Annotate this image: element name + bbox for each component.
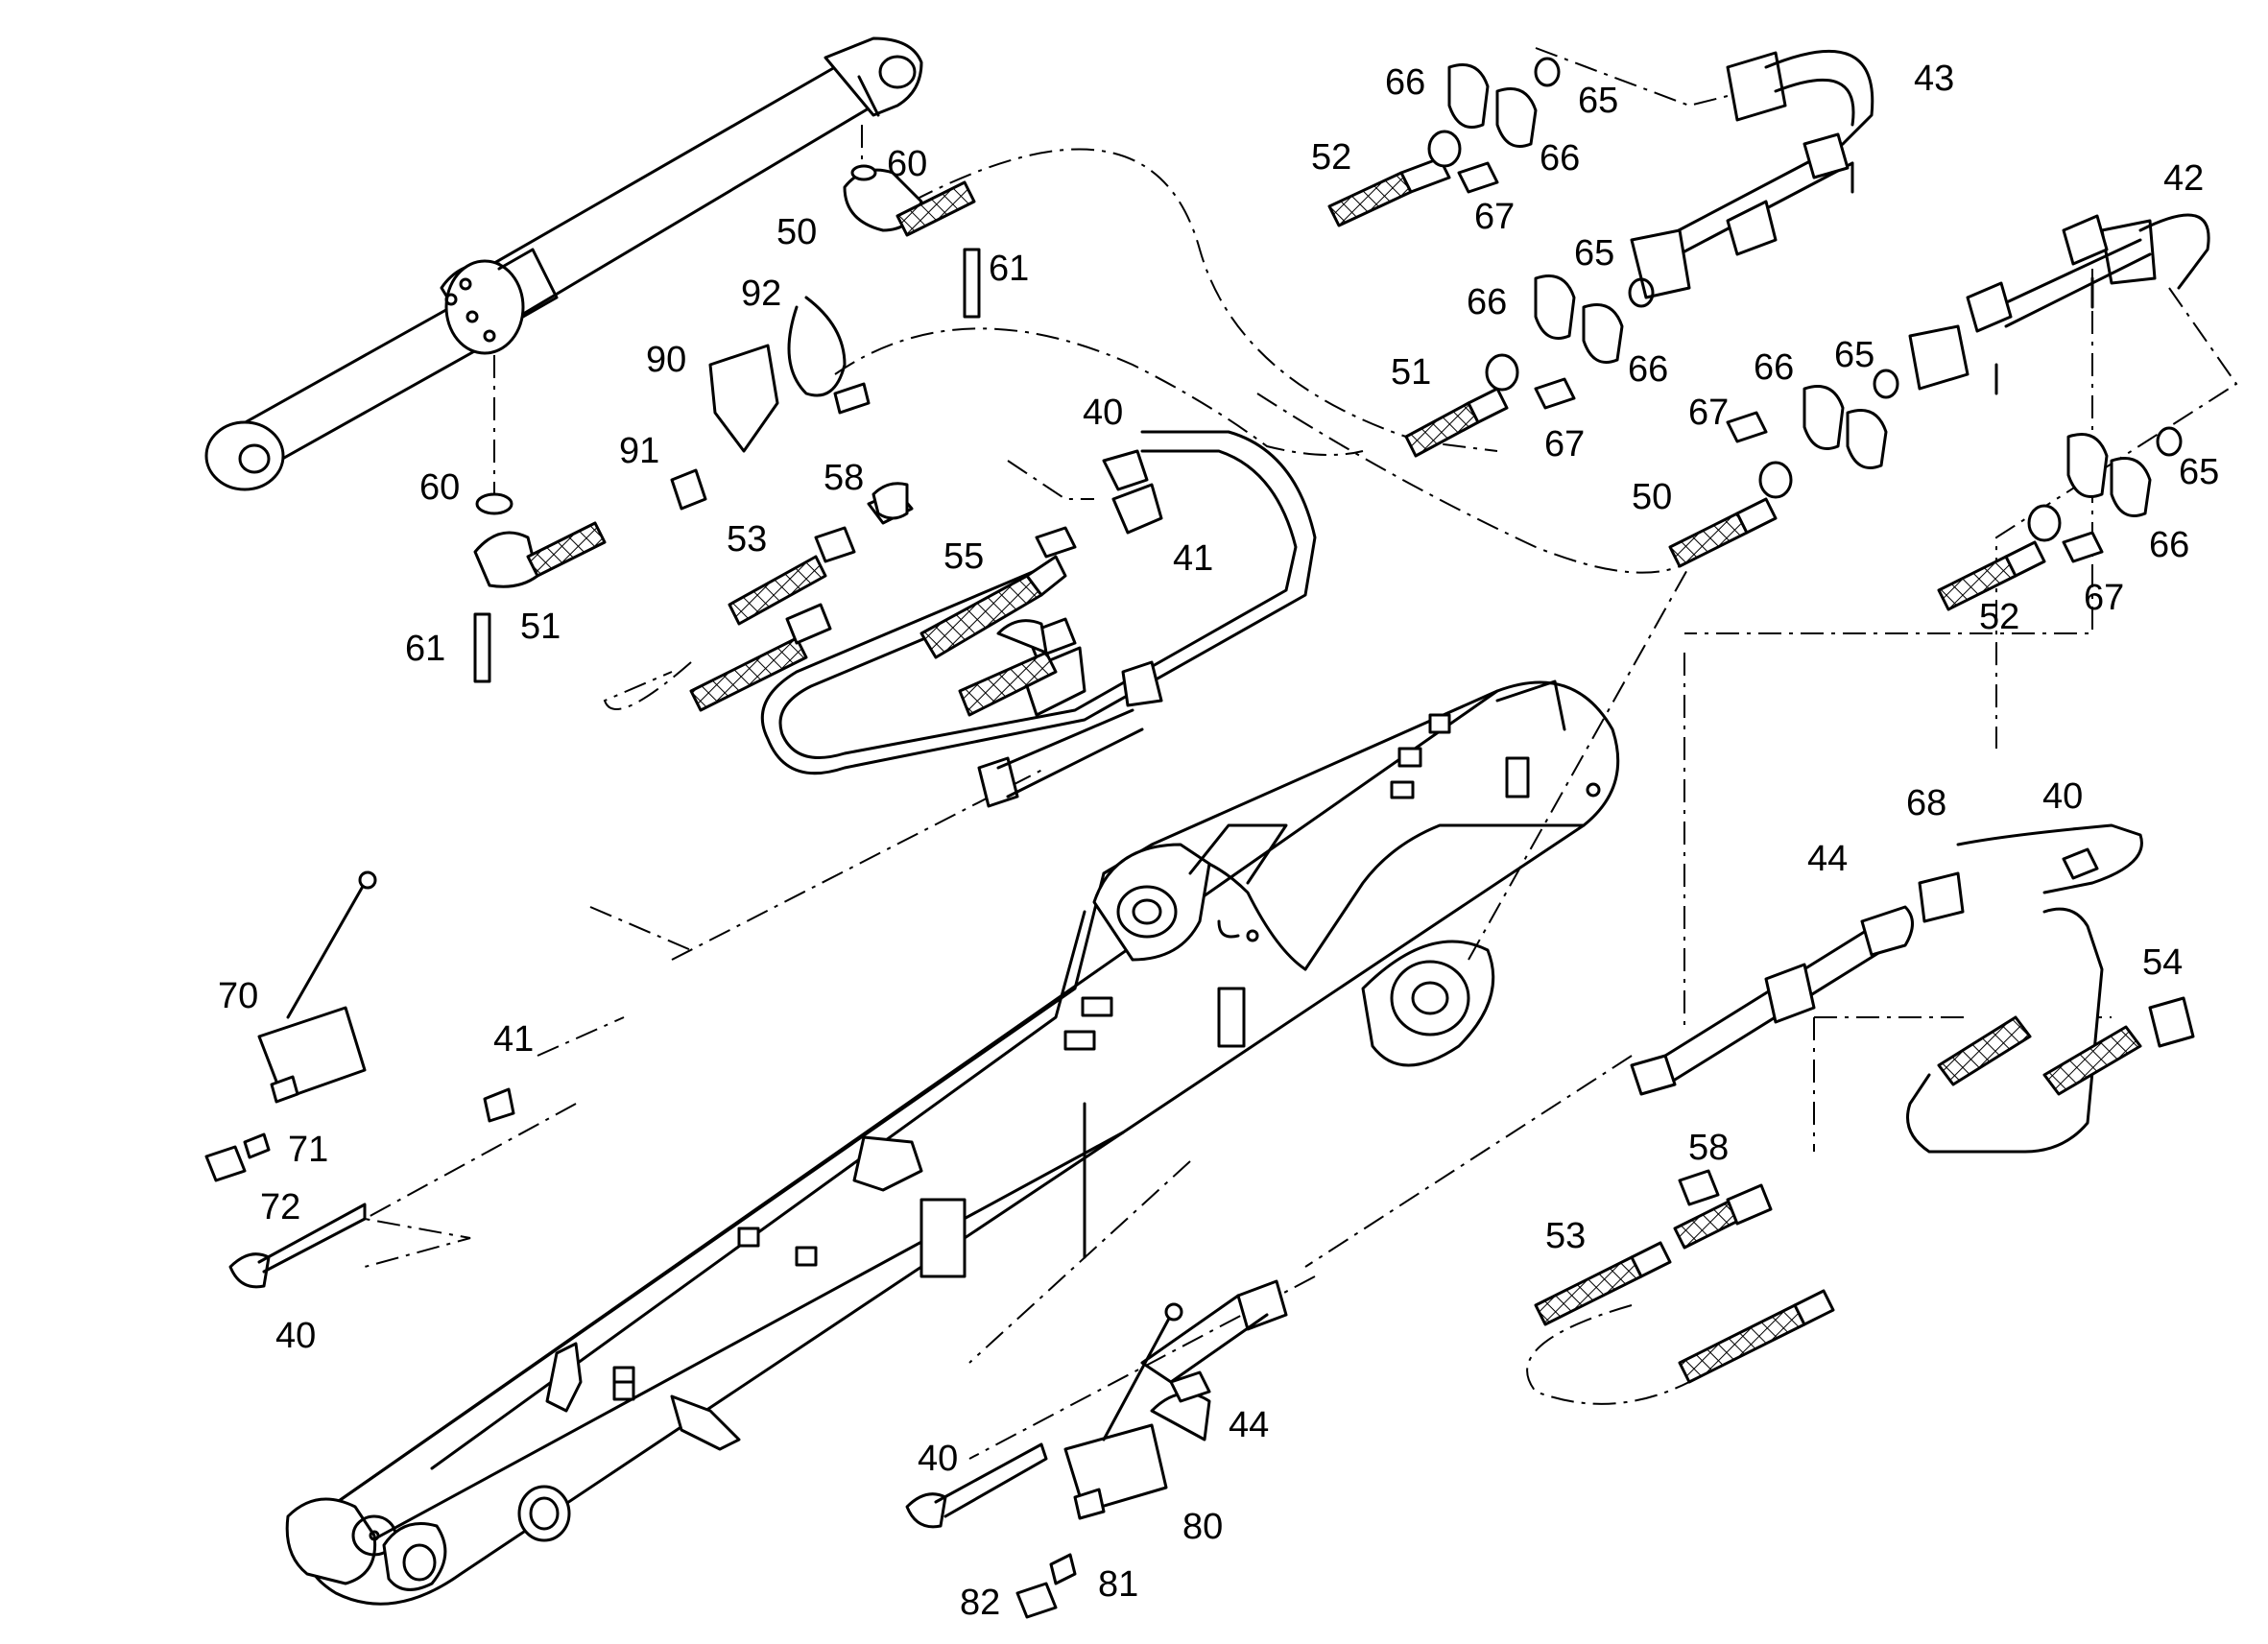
upper-right-pipes <box>1327 49 2210 611</box>
callout-67: 67 <box>2084 578 2124 618</box>
callout-71: 71 <box>288 1130 328 1170</box>
boom-arm <box>285 679 1620 1606</box>
callout-65: 65 <box>1834 335 1874 375</box>
callout-51: 51 <box>520 607 561 647</box>
callout-58: 58 <box>1688 1128 1729 1168</box>
callout-42: 42 <box>2163 158 2204 199</box>
callout-41: 41 <box>493 1019 534 1060</box>
callout-51: 51 <box>1391 352 1431 393</box>
callout-40: 40 <box>2042 776 2083 817</box>
callout-68: 68 <box>1906 783 1946 823</box>
callout-72: 72 <box>260 1187 300 1227</box>
callout-54: 54 <box>2142 942 2183 983</box>
callout-82: 82 <box>960 1583 1000 1623</box>
hydraulic-cylinder <box>204 36 923 491</box>
callout-65: 65 <box>1578 81 1618 121</box>
callout-43: 43 <box>1914 59 1954 99</box>
callout-52: 52 <box>1979 597 2019 637</box>
callout-58: 58 <box>824 458 864 498</box>
callout-40: 40 <box>918 1439 958 1479</box>
callout-41: 41 <box>1173 538 1213 579</box>
callout-labels: 43 65 66 52 66 67 42 65 66 51 66 67 66 6… <box>218 59 2219 1623</box>
right-tube-assembly <box>1140 823 2195 1441</box>
callout-61: 61 <box>405 629 445 669</box>
callout-40: 40 <box>1083 393 1123 433</box>
callout-60: 60 <box>887 144 927 184</box>
callout-80: 80 <box>1182 1507 1223 1547</box>
callout-67: 67 <box>1474 197 1515 237</box>
callout-61: 61 <box>989 249 1029 289</box>
callout-70: 70 <box>218 976 258 1016</box>
callout-44: 44 <box>1807 839 1848 879</box>
callout-44: 44 <box>1229 1405 1269 1445</box>
callout-40: 40 <box>275 1316 316 1356</box>
callout-67: 67 <box>1688 393 1729 433</box>
callout-66: 66 <box>1540 138 1580 179</box>
callout-60: 60 <box>419 467 460 508</box>
center-tube-assembly <box>689 430 1317 808</box>
callout-90: 90 <box>646 340 686 380</box>
callout-81: 81 <box>1098 1564 1138 1605</box>
upper-left-fittings <box>473 164 981 683</box>
callout-53: 53 <box>727 519 767 560</box>
leader-lines <box>362 47 2238 1460</box>
callout-92: 92 <box>741 274 781 314</box>
callout-66: 66 <box>1754 347 1794 388</box>
callout-52: 52 <box>1311 137 1351 178</box>
callout-55: 55 <box>943 536 984 577</box>
callout-66: 66 <box>2149 525 2189 565</box>
callout-65: 65 <box>2179 452 2219 492</box>
callout-67: 67 <box>1544 424 1585 465</box>
callout-66: 66 <box>1628 349 1668 390</box>
callout-66: 66 <box>1467 282 1507 322</box>
callout-91: 91 <box>619 431 659 471</box>
callout-50: 50 <box>1632 477 1672 517</box>
callout-53: 53 <box>1545 1216 1586 1256</box>
callout-50: 50 <box>776 212 817 252</box>
callout-66: 66 <box>1385 62 1425 103</box>
callout-65: 65 <box>1574 233 1614 274</box>
valve-fittings <box>204 870 1183 1619</box>
